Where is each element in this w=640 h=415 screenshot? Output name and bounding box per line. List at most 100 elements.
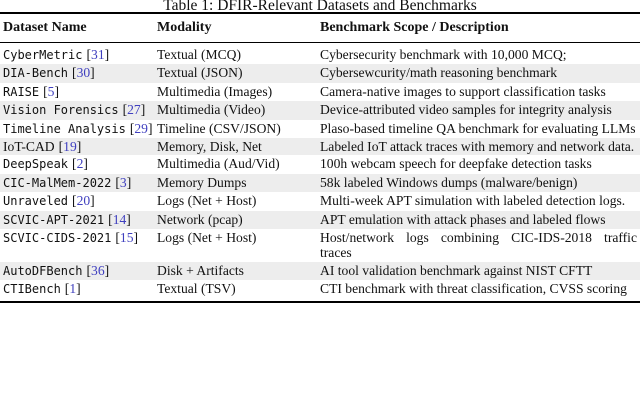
dataset-name: Unraveled — [3, 194, 69, 209]
citation-number[interactable]: 30 — [76, 65, 91, 81]
citation-open-bracket: [ — [122, 102, 128, 118]
citation: [15] — [115, 230, 138, 245]
modality-cell: Network (pcap) — [157, 211, 243, 227]
table-row: CTIBench[1] Textual (TSV) CTI benchmark … — [0, 280, 640, 301]
description-cell: Device-attributed video samples for inte… — [320, 102, 612, 118]
citation-open-bracket: [ — [86, 262, 92, 278]
citation-close-bracket: ] — [76, 139, 82, 155]
description-cell: Camera-native images to support classifi… — [320, 83, 606, 99]
dataset-cell: Unraveled[20] — [0, 192, 157, 210]
citation: [27] — [123, 102, 146, 117]
citation-number[interactable]: 36 — [91, 262, 105, 278]
citation-number[interactable]: 15 — [119, 230, 134, 246]
description-cell: Cybersewcurity/math reasoning benchmark — [320, 65, 558, 81]
dataset-name: CIC-MalMem-2022 — [3, 175, 112, 190]
dataset-name: SCVIC-APT-2021 — [3, 212, 105, 227]
citation-open-bracket: [ — [72, 156, 77, 172]
dataset-cell: SCVIC-CIDS-2021[15] — [0, 229, 157, 262]
citation-number[interactable]: 29 — [134, 120, 148, 136]
description-cell: 100h webcam speech for deepfake detectio… — [320, 156, 592, 172]
dataset-name: CyberMetric — [3, 48, 83, 62]
modality-cell: Multimedia (Images) — [157, 83, 273, 99]
dataset-name: Vision Forensics — [3, 103, 119, 118]
citation-close-bracket: ] — [133, 230, 139, 246]
modality-cell: Logs (Net + Host) — [157, 193, 257, 209]
citation-open-bracket: [ — [129, 120, 135, 136]
dataset-cell: DeepSpeak[2] — [0, 155, 157, 173]
citation-number[interactable]: 27 — [127, 102, 141, 118]
citation-open-bracket: [ — [64, 281, 70, 297]
citation: [31] — [86, 47, 109, 62]
citation: [20] — [72, 193, 95, 208]
table-caption: Table 1: DFIR-Relevant Datasets and Benc… — [163, 0, 477, 14]
modality-cell: Textual (JSON) — [157, 65, 243, 81]
citation-number[interactable]: 31 — [91, 47, 105, 62]
description-cell: APT emulation with attack phases and lab… — [320, 211, 606, 227]
column-header-modality: Modality — [157, 13, 320, 43]
citation-close-bracket: ] — [90, 193, 95, 209]
table-row: AutoDFBench[36] Disk + Artifacts AI tool… — [0, 261, 640, 281]
column-header-dataset-name: Dataset Name — [0, 13, 157, 43]
table-row: Timeline Analysis [29] Timeline (CSV/JSON… — [0, 120, 640, 138]
citation: [19] — [59, 139, 82, 154]
citation-number[interactable]: 2 — [76, 156, 84, 172]
table-row: Vision Forensics[27] Multimedia (Video) … — [0, 101, 640, 120]
citation-number[interactable]: 5 — [47, 83, 55, 99]
modality-cell: Disk + Artifacts — [157, 262, 244, 278]
description-cell: Host/network logs combining CIC-IDS-2018… — [320, 230, 637, 261]
citation-close-bracket: ] — [140, 102, 146, 118]
table-row: SCVIC-CIDS-2021[15] Logs (Net + Host) Ho… — [0, 229, 640, 262]
dataset-cell: SCVIC-APT-2021[14] — [0, 211, 157, 229]
citation-close-bracket: ] — [104, 262, 110, 278]
dataset-cell: AutoDFBench[36] — [0, 262, 157, 280]
citation-close-bracket: ] — [126, 174, 132, 190]
table-row: CyberMetric[31] Textual (MCQ) Cybersecur… — [0, 43, 640, 65]
dataset-cell: RAISE[5] — [0, 83, 157, 101]
modality-cell: Memory Dumps — [157, 174, 247, 190]
citation-open-bracket: [ — [72, 193, 77, 209]
column-header-description: Benchmark Scope / Description — [320, 13, 640, 43]
dataset-cell: IoT-CAD [19] — [0, 138, 157, 155]
description-cell: Labeled IoT attack traces with memory an… — [320, 139, 635, 155]
table-row: CIC-MalMem-2022[3] Memory Dumps 58k labe… — [0, 173, 640, 193]
table-row: Unraveled[20] Logs (Net + Host) Multi-we… — [0, 192, 640, 210]
modality-cell: Logs (Net + Host) — [157, 230, 257, 246]
citation-number[interactable]: 14 — [112, 211, 127, 227]
modality-cell: Textual (MCQ) — [157, 47, 241, 62]
citation: [29] — [130, 121, 153, 136]
table-row: IoT-CAD[19] Memory, Disk, Net Labeled Io… — [0, 138, 640, 156]
description-cell: Multi-week APT simulation with labeled d… — [320, 193, 626, 209]
table-row: DeepSpeak[2] Multimedia (Aud/Vid) 100h w… — [0, 155, 640, 173]
dataset-name: DIA-Bench — [3, 66, 69, 81]
citation-open-bracket: [ — [115, 230, 120, 246]
table-row: RAISE[5] Multimedia (Images) Camera-nati… — [0, 83, 640, 101]
citation-close-bracket: ] — [126, 211, 131, 227]
citation: [36] — [86, 263, 109, 278]
dataset-name: AutoDFBench — [3, 263, 83, 278]
citation-number[interactable]: 1 — [69, 281, 77, 297]
citation-number[interactable]: 19 — [63, 139, 77, 155]
citation-open-bracket: [ — [86, 47, 92, 62]
dataset-cell: CyberMetric[31] — [0, 43, 157, 65]
citation-close-bracket: ] — [90, 65, 95, 81]
dataset-name: Timeline Analysis — [3, 121, 126, 136]
citation-number[interactable]: 3 — [119, 174, 127, 190]
header-row: Dataset Name Modality Benchmark Scope / … — [0, 13, 640, 43]
citation-number[interactable]: 20 — [76, 193, 91, 209]
modality-cell: Multimedia (Video) — [157, 102, 266, 118]
citation: [14] — [108, 212, 131, 227]
modality-cell: Timeline (CSV/JSON) — [157, 120, 281, 136]
citation-close-bracket: ] — [54, 83, 59, 99]
dataset-name: SCVIC-CIDS-2021 — [3, 231, 112, 246]
table-header: Dataset Name Modality Benchmark Scope / … — [0, 13, 640, 43]
dataset-cell: Vision Forensics[27] — [0, 101, 157, 119]
dataset-name: IoT-CAD — [3, 139, 55, 155]
table-body: CyberMetric[31] Textual (MCQ) Cybersecur… — [0, 43, 640, 302]
description-cell: Cybersecurity benchmark with 10,000 MCQ; — [320, 47, 567, 62]
citation-close-bracket: ] — [104, 47, 110, 62]
dataset-name: RAISE — [3, 84, 40, 99]
citation: [1] — [65, 281, 81, 296]
citation: [2] — [72, 156, 88, 171]
citation: [3] — [115, 175, 131, 190]
